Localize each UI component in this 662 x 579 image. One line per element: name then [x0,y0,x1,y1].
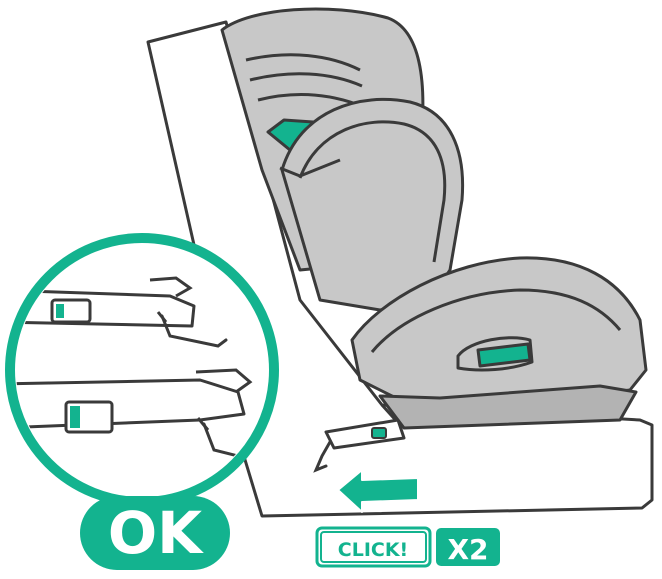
click-badge: CLICK! [317,528,430,566]
ok-badge: OK [80,496,230,570]
zoom-circle [0,238,274,502]
ok-label: OK [108,499,204,567]
click-label: CLICK! [338,539,408,561]
multiplier-label: X2 [447,533,488,566]
multiplier-badge: X2 [436,528,500,566]
